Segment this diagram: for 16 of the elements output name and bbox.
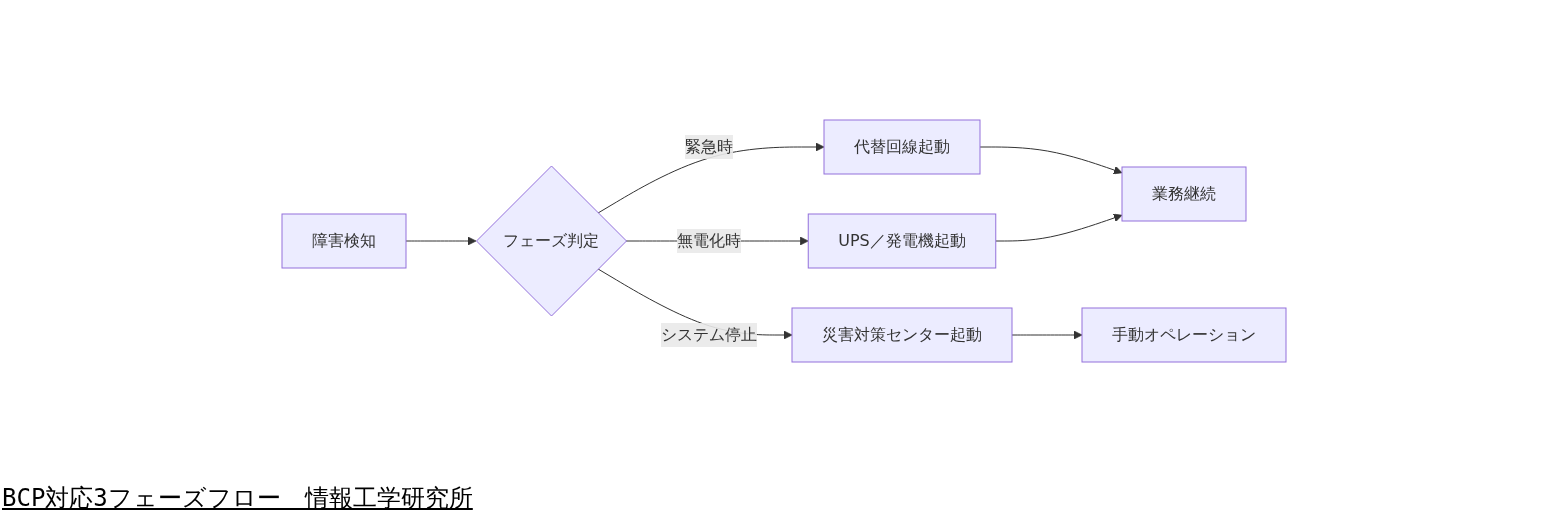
arrow — [1011, 330, 1083, 340]
arrow — [995, 213, 1123, 242]
node-diamond: フェーズ判定 — [476, 165, 627, 317]
arrow — [405, 236, 477, 246]
edge-label: 緊急時 — [685, 137, 733, 156]
node-box: UPS／発電機起動 — [807, 213, 997, 269]
node-box: 手動オペレーション — [1081, 307, 1287, 363]
caption: BCP対応3フェーズフロー 情報工学研究所 — [1, 483, 473, 514]
edge-label: 無電化時 — [677, 231, 741, 250]
arrow — [979, 146, 1123, 175]
node-box: 災害対策センター起動 — [791, 307, 1013, 363]
node-box: 代替回線起動 — [823, 119, 981, 175]
node-box: 障害検知 — [281, 213, 407, 269]
arrow — [597, 142, 825, 214]
node-box: 業務継続 — [1121, 166, 1247, 222]
edge-label: システム停止 — [661, 325, 757, 344]
